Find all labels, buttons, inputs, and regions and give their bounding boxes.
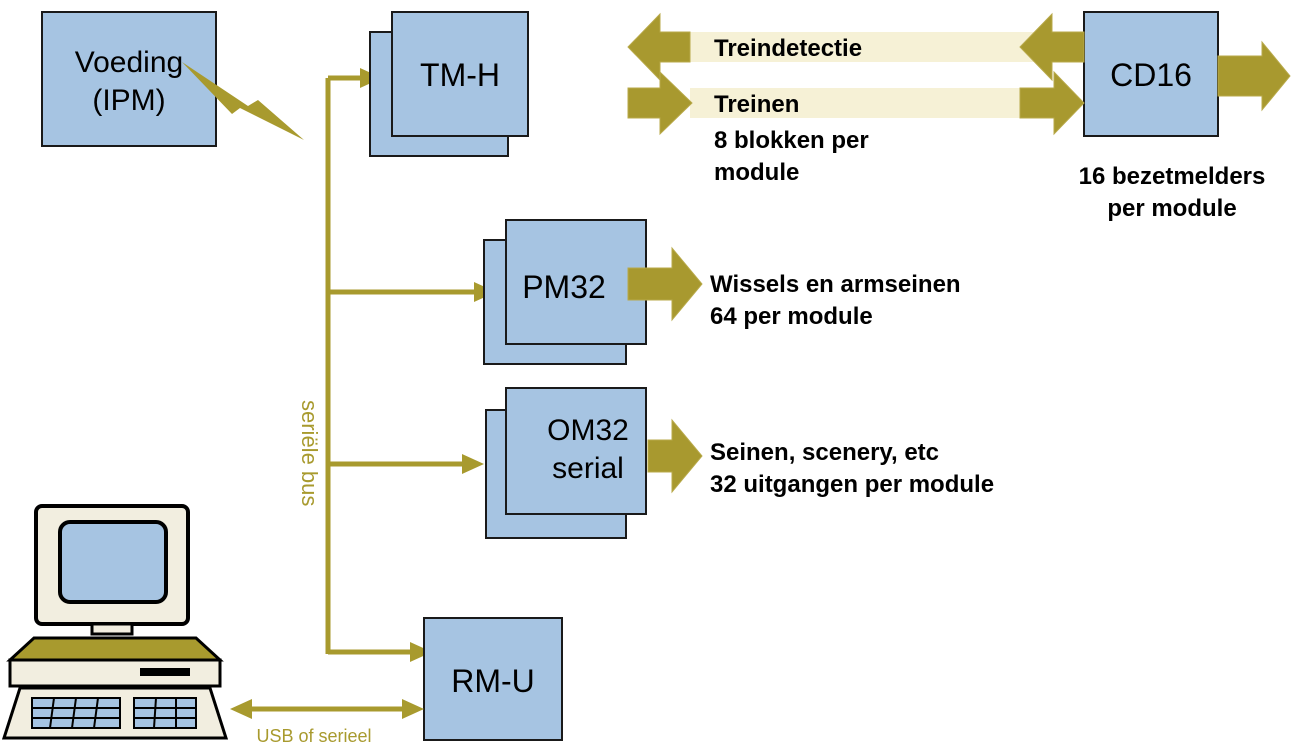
pm32-label: PM32 [522, 269, 606, 305]
computer-icon [1, 504, 229, 740]
tmh-label: TM-H [420, 57, 500, 93]
blokken-sub-label: module [714, 159, 799, 186]
usb-label: USB of serieel [256, 726, 371, 746]
lightning-icon [182, 62, 304, 140]
seinen-label: Seinen, scenery, etc [710, 439, 939, 466]
rmu-module: RM-U [423, 617, 563, 741]
treindetectie-band [690, 32, 1060, 62]
serial-bus [325, 68, 496, 662]
om32-output-arrow [647, 418, 703, 494]
blokken-label: 8 blokken per [714, 127, 869, 154]
treindetectie-label: Treindetectie [714, 35, 862, 62]
usb-arrow [230, 699, 424, 719]
seinen-sub-label: 32 uitgangen per module [710, 471, 994, 498]
pm32-output-arrow [627, 246, 703, 322]
wissels-label: Wissels en armseinen [710, 271, 961, 298]
wissels-sub-label: 64 per module [710, 303, 873, 330]
treindetectie-arrow-left [627, 12, 691, 82]
rmu-label: RM-U [451, 663, 535, 699]
om32-module: OM32 serial [485, 387, 647, 539]
voeding-sub-label: (IPM) [92, 84, 165, 117]
voeding-module: Voeding (IPM) [41, 11, 217, 147]
cd16-output-arrow [1217, 40, 1291, 112]
cd16-module: CD16 [1083, 11, 1219, 137]
seriele-bus-label: seriële bus [297, 400, 322, 506]
treinen-band [690, 88, 1030, 118]
voeding-label: Voeding [75, 46, 183, 79]
om32-sub-label: serial [552, 452, 624, 485]
om32-label: OM32 [547, 414, 629, 447]
treinen-arrow-left [627, 70, 693, 136]
cd16-label: CD16 [1110, 57, 1192, 93]
pm32-module: PM32 [483, 219, 647, 365]
treinen-label: Treinen [714, 91, 799, 118]
treindetectie-arrow-cd16 [1019, 12, 1085, 82]
bezetmelders-label: 16 bezetmelders [1079, 163, 1266, 190]
bezetmelders-sub-label: per module [1107, 195, 1236, 222]
treinen-arrow-cd16 [1019, 70, 1085, 136]
tmh-module: TM-H [369, 11, 529, 157]
